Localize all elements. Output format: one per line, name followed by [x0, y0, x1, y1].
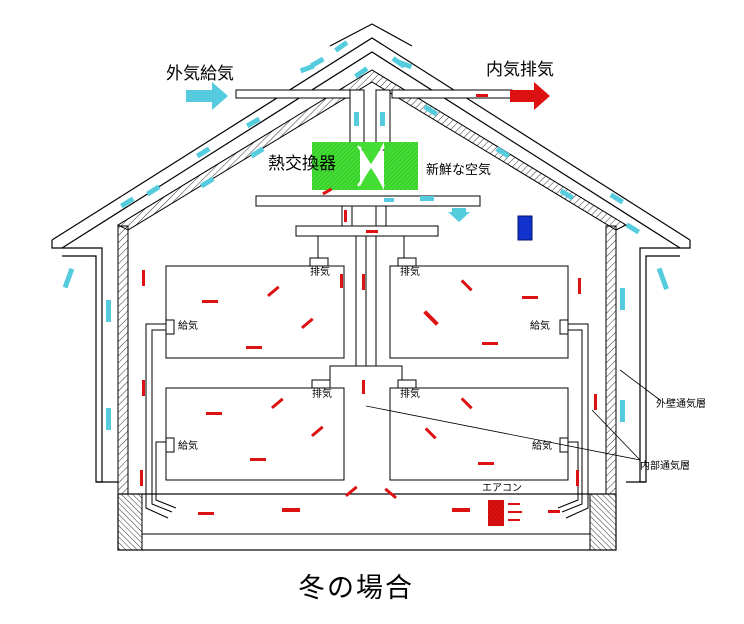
exhaust-label-bottom-left: 排気 [312, 389, 332, 400]
fresh-air-label: 新鮮な空気 [426, 163, 492, 178]
leader-lines [365, 369, 661, 461]
foundation [117, 493, 617, 551]
heat-exchanger-label: 熱交換器 [268, 154, 336, 174]
outside-supply-label: 外気給気 [166, 64, 234, 84]
small-unit [517, 215, 533, 241]
supply-label-bottom-left: 給気 [178, 441, 198, 452]
inner-air-ducts [145, 323, 589, 519]
rooms [165, 265, 569, 481]
fresh-air-arrows [62, 40, 669, 430]
exhaust-label-top-right: 排気 [400, 267, 420, 278]
roof-outer [51, 23, 691, 249]
heat-exchanger [312, 142, 418, 190]
outer-wall-layer-label: 外壁通気層 [656, 399, 706, 410]
air-conditioner [488, 500, 522, 526]
fresh-air-big-arrow [186, 82, 228, 110]
supply-label-bottom-right: 給気 [532, 441, 552, 452]
air-conditioner-label: エアコン [482, 483, 522, 494]
exhaust-label-top-left: 排気 [310, 267, 330, 278]
outer-walls [62, 247, 680, 483]
exhaust-label-bottom-right: 排気 [400, 389, 420, 400]
inside-exhaust-label: 内気排気 [486, 60, 554, 80]
warm-air-arrows [140, 94, 597, 515]
roof-ducts [235, 89, 513, 151]
exhaust-big-arrow [510, 82, 550, 110]
supply-label-top-left: 給気 [178, 321, 198, 332]
diagram-caption: 冬の場合 [298, 573, 414, 604]
supply-label-top-right: 給気 [530, 321, 550, 332]
inner-layer-label: 内部通気層 [640, 461, 690, 472]
